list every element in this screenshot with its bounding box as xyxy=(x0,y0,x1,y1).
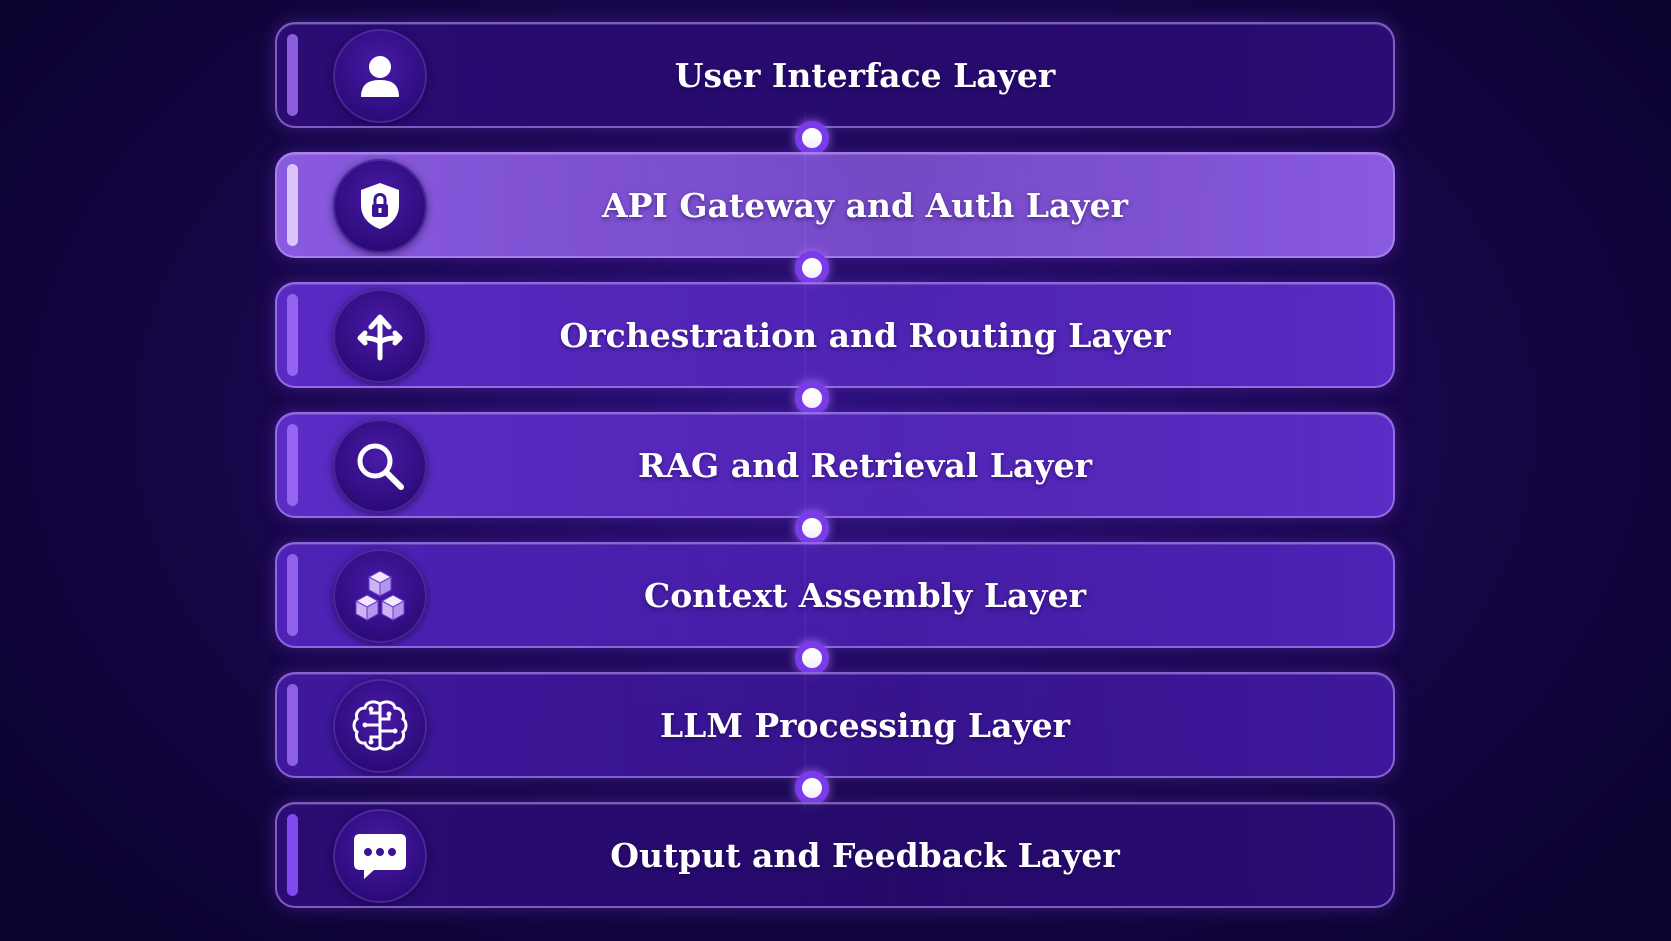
user-icon xyxy=(353,49,407,103)
layer-accent-bar xyxy=(287,294,298,376)
connector-node xyxy=(795,771,829,805)
icon-disc xyxy=(333,289,427,383)
layer-llm-processing: LLM Processing Layer xyxy=(275,672,1395,778)
layer-label: Context Assembly Layer xyxy=(643,575,1086,615)
layer-orchestration-routing: Orchestration and Routing Layer xyxy=(275,282,1395,388)
shield-lock-icon xyxy=(352,178,408,234)
cubes-icon xyxy=(349,567,411,625)
connector-node xyxy=(795,641,829,675)
connector-node xyxy=(795,381,829,415)
connector-node xyxy=(795,121,829,155)
icon-disc xyxy=(333,159,427,253)
split-arrows-icon xyxy=(352,308,408,364)
brain-icon xyxy=(349,697,411,755)
layer-label: Output and Feedback Layer xyxy=(610,835,1120,875)
icon-disc xyxy=(333,679,427,773)
layer-label: LLM Processing Layer xyxy=(659,705,1071,745)
layer-accent-bar xyxy=(287,814,298,896)
layer-accent-bar xyxy=(287,554,298,636)
layer-accent-bar xyxy=(287,34,298,116)
layer-user-interface: User Interface Layer xyxy=(275,22,1395,128)
layer-api-gateway-auth: API Gateway and Auth Layer xyxy=(275,152,1395,258)
layer-accent-bar xyxy=(287,424,298,506)
connector-node xyxy=(795,251,829,285)
layer-label: RAG and Retrieval Layer xyxy=(638,445,1092,485)
icon-disc xyxy=(333,809,427,903)
layer-rag-retrieval: RAG and Retrieval Layer xyxy=(275,412,1395,518)
layer-accent-bar xyxy=(287,684,298,766)
layer-label: Orchestration and Routing Layer xyxy=(559,315,1171,355)
layer-context-assembly: Context Assembly Layer xyxy=(275,542,1395,648)
icon-disc xyxy=(333,419,427,513)
icon-disc xyxy=(333,549,427,643)
chat-bubble-icon xyxy=(348,826,412,886)
search-icon xyxy=(351,437,409,495)
layer-accent-bar xyxy=(287,164,298,246)
layer-label: User Interface Layer xyxy=(674,55,1056,95)
layer-label: API Gateway and Auth Layer xyxy=(601,185,1128,225)
connector-node xyxy=(795,511,829,545)
icon-disc xyxy=(333,29,427,123)
layer-output-feedback: Output and Feedback Layer xyxy=(275,802,1395,908)
